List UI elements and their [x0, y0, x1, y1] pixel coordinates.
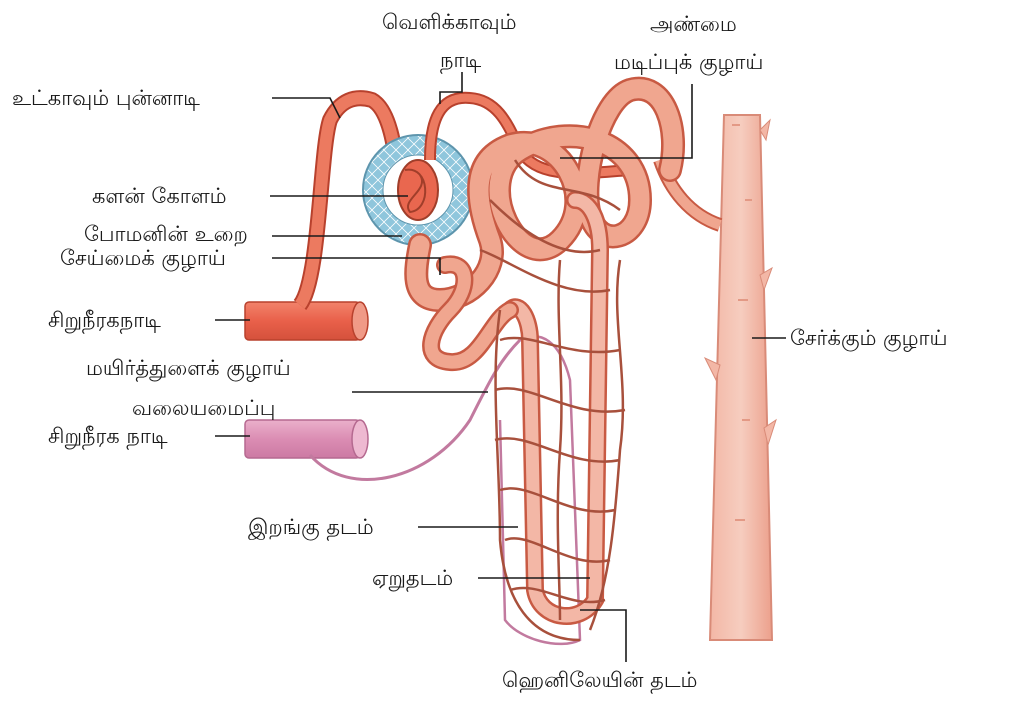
label-proximal-tubule-line2: மடிப்புக் குழாய்: [614, 50, 763, 74]
glomerulus: [398, 160, 438, 220]
label-glomerulus: களன் கோளம்: [92, 184, 227, 208]
label-capillary-network-line1: மயிர்த்துளைக் குழாய்: [86, 356, 291, 380]
distal-tubule: [431, 264, 510, 362]
label-descending-limb: இறங்கு தடம்: [248, 515, 374, 539]
label-loop-of-henle: ஹெனிலேயின் தடம்: [502, 668, 697, 692]
label-efferent-arteriole-line1: வெளிக்காவும்: [382, 10, 517, 34]
label-ascending-limb: ஏறுதடம்: [372, 566, 453, 590]
loop-of-henle: [510, 200, 600, 616]
label-proximal-tubule-line1: அண்மை: [650, 12, 737, 36]
label-capillary-network-line2: வலையமைப்பு: [132, 396, 275, 420]
collecting-duct: [660, 115, 776, 640]
label-renal-artery: சிறுநீரகநாடி: [48, 308, 161, 332]
label-renal-vein: சிறுநீரக நாடி: [48, 424, 168, 448]
label-bowmans-capsule: போமனின் உறை: [84, 222, 248, 246]
label-collecting-duct: சேர்க்கும் குழாய்: [790, 326, 947, 350]
label-distal-tubule: சேய்மைக் குழாய்: [60, 246, 226, 270]
label-efferent-arteriole-line2: நாடி: [440, 48, 481, 72]
label-afferent-arteriole: உட்காவும் புன்னாடி: [12, 86, 200, 110]
